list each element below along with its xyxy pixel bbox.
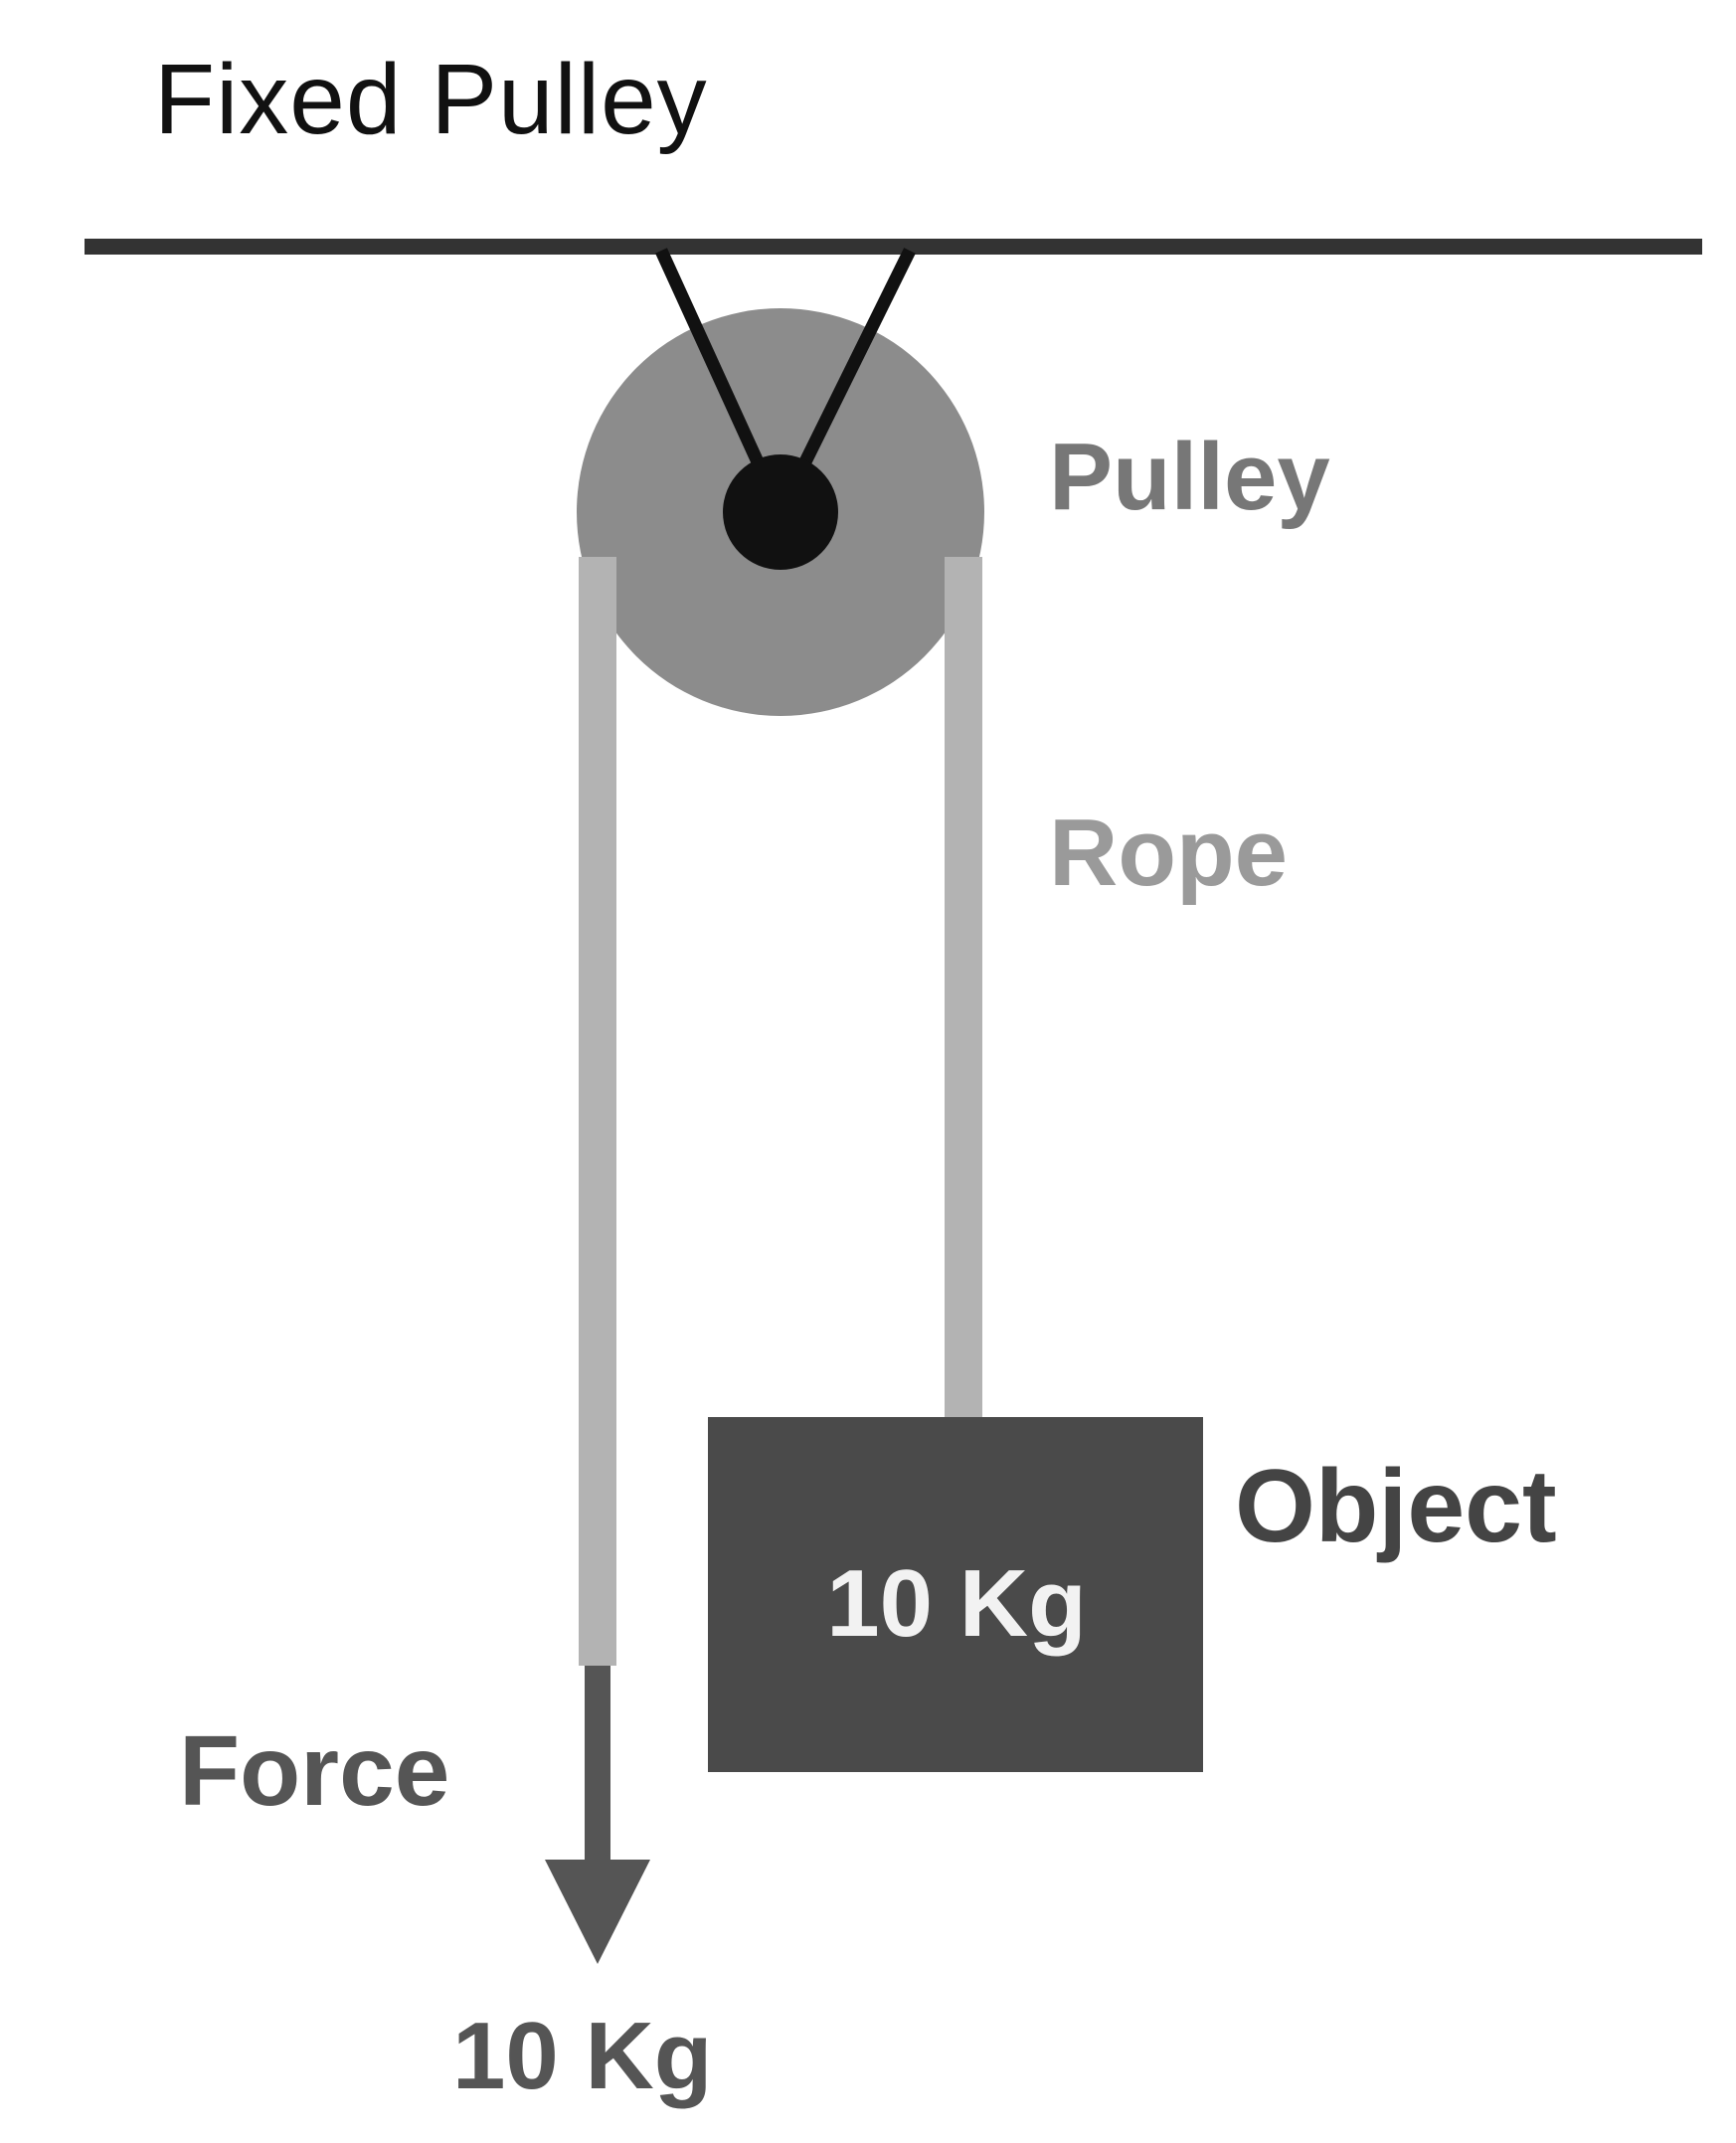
object-mass-label: 10 Kg <box>826 1550 1086 1657</box>
rope-label: Rope <box>1049 800 1288 906</box>
pulley-label: Pulley <box>1049 424 1330 530</box>
force-mass-label: 10 Kg <box>452 2003 712 2109</box>
object-label: Object <box>1235 1449 1557 1564</box>
pulley-axle <box>723 454 838 570</box>
force-arrow-shaft <box>585 1666 610 1865</box>
rope-left <box>579 557 616 1666</box>
diagram-title: Fixed Pulley <box>154 44 708 155</box>
rope-right <box>945 557 982 1420</box>
object-box <box>708 1417 1203 1772</box>
force-label: Force <box>179 1715 449 1827</box>
force-arrow-head <box>545 1860 650 1964</box>
